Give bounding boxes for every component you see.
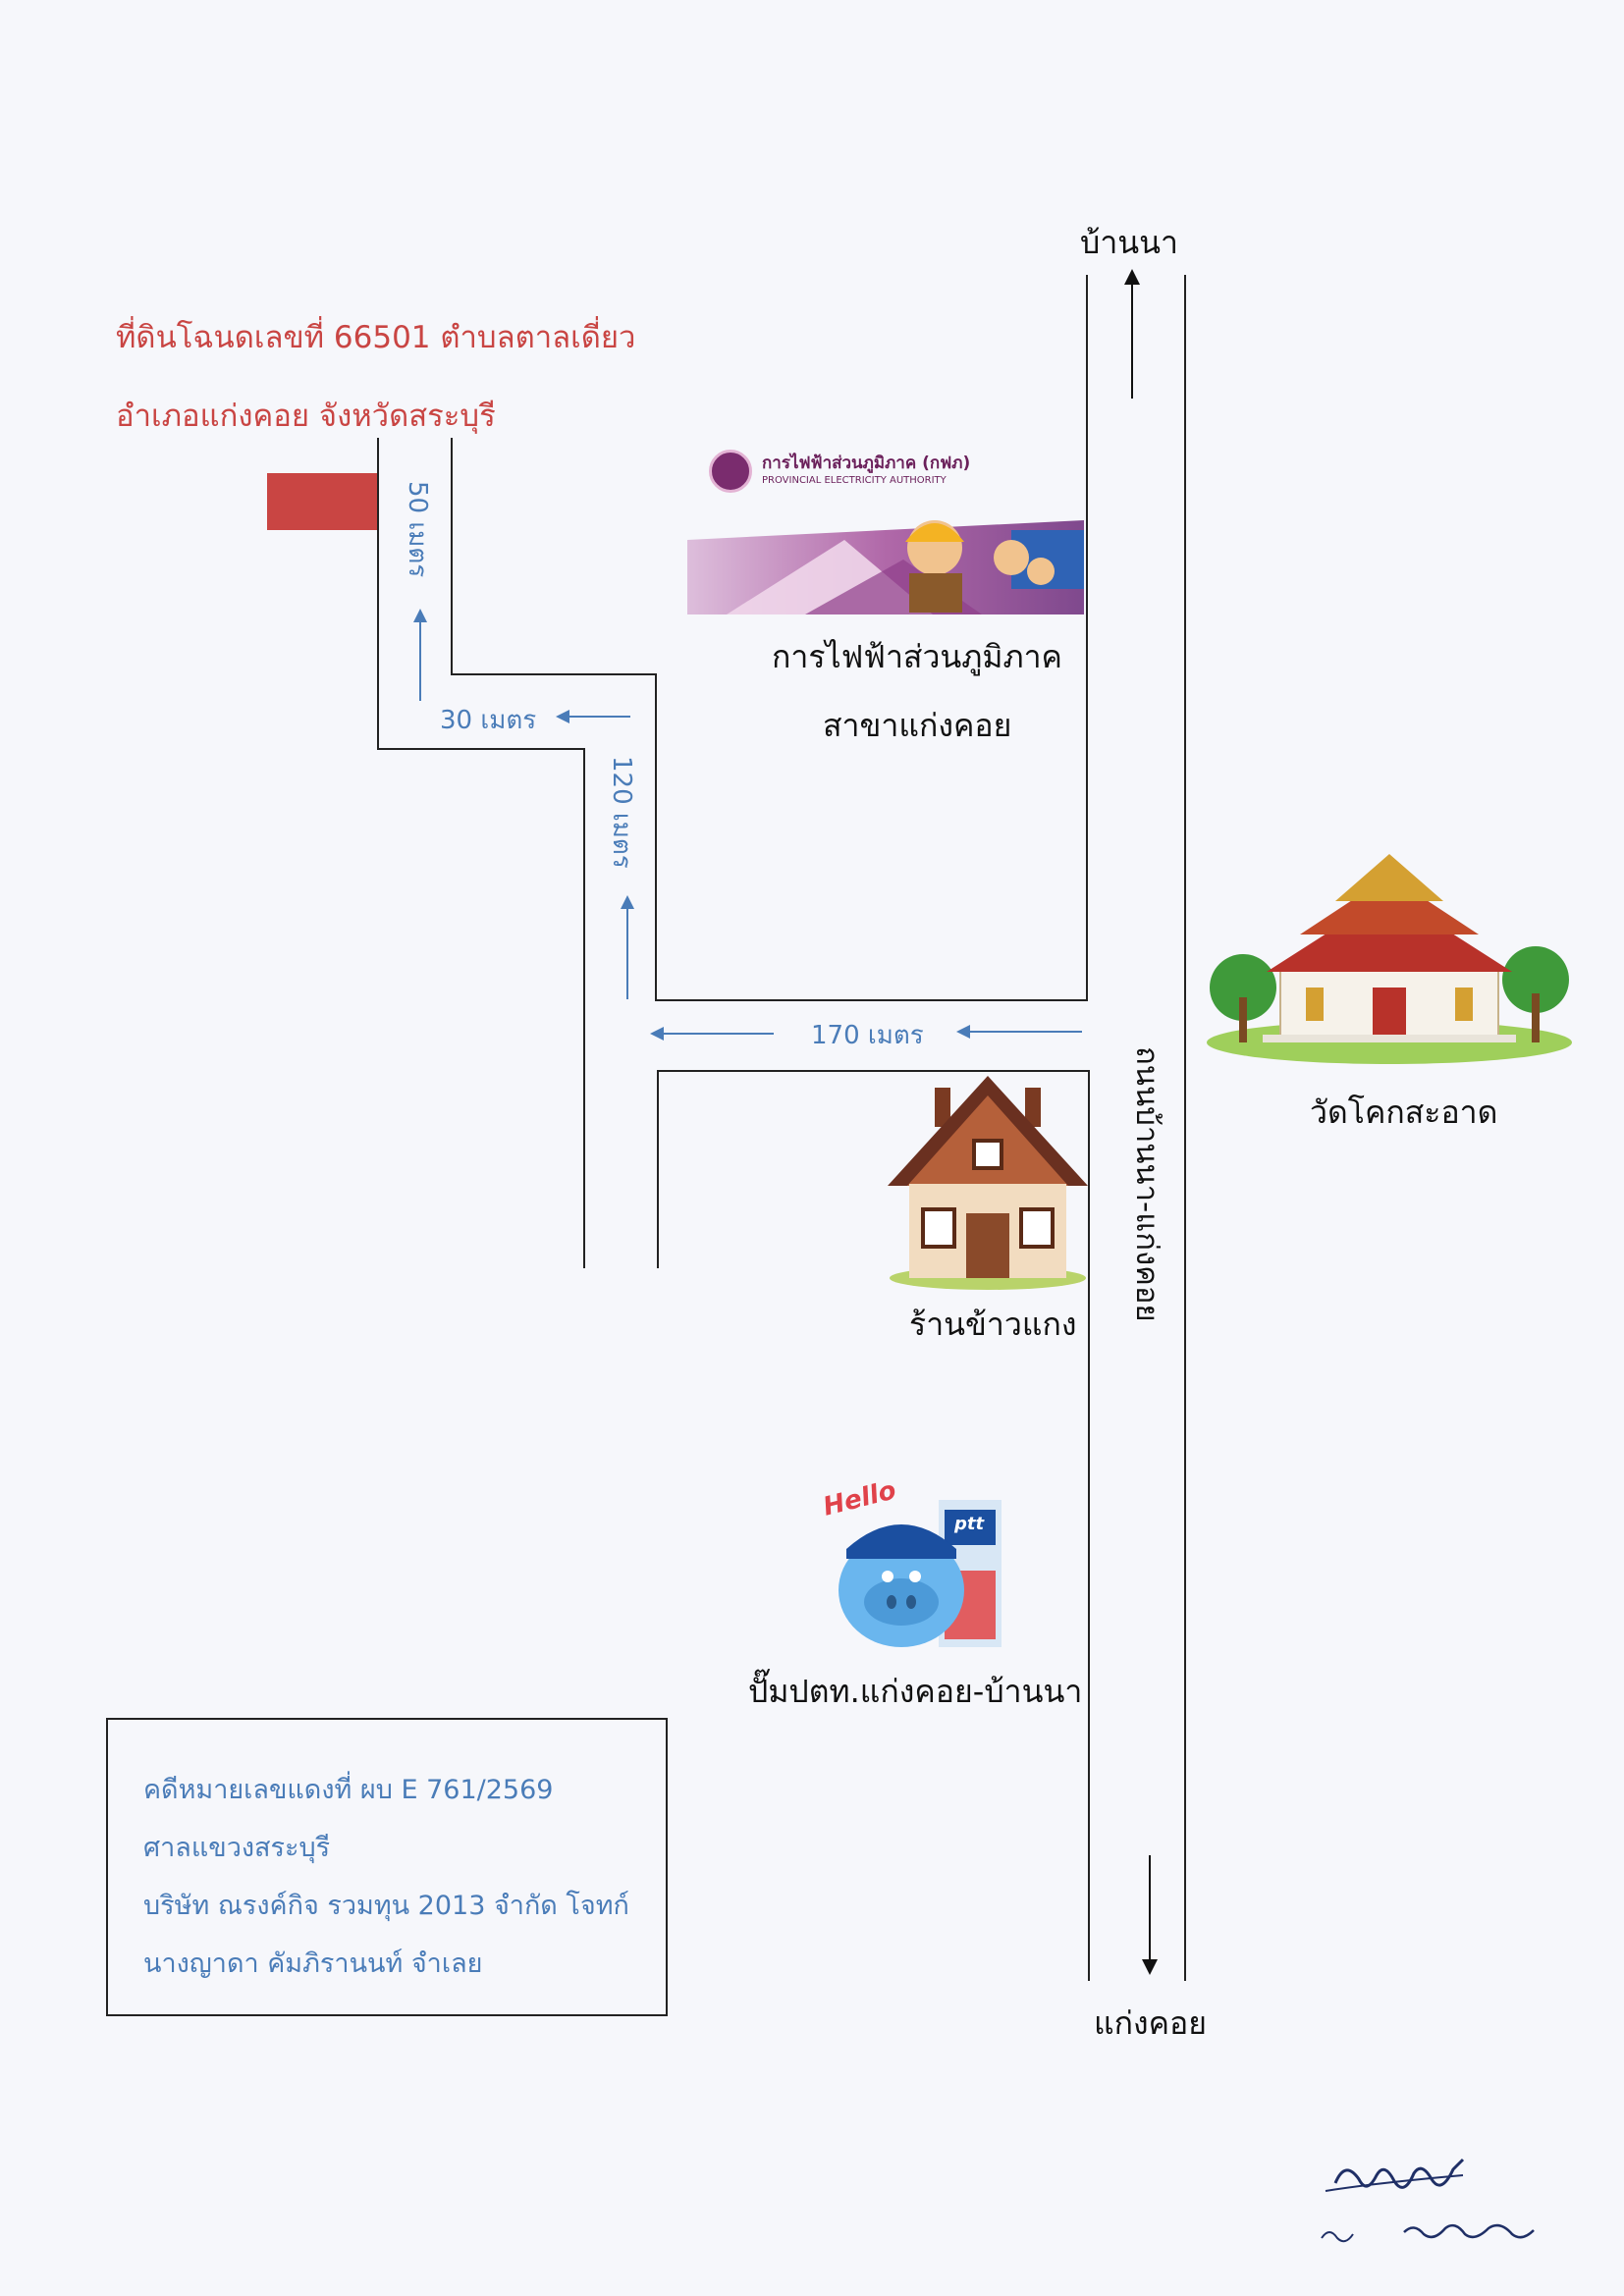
pea-logo-icon — [709, 450, 752, 493]
distance-120m: 120 เมตร — [607, 756, 636, 869]
arrow-icon — [556, 710, 630, 723]
lane-line — [655, 673, 657, 1001]
distance-30m: 30 เมตร — [440, 706, 537, 735]
arrow-icon — [621, 895, 634, 999]
lane-line — [451, 673, 657, 675]
distance-50m: 50 เมตร — [403, 481, 432, 578]
gas-station-label: ปั๊มปตท.แก่งคอย-บ้านนา — [748, 1673, 1083, 1710]
lane-line — [377, 748, 585, 750]
road-south-label: แก่งคอย — [1094, 2004, 1207, 2042]
pea-name-line1: การไฟฟ้าส่วนภูมิภาค — [772, 638, 1062, 675]
signature-mark — [1321, 2158, 1535, 2243]
mascot-hippo-icon: Hello ptt — [817, 1475, 1009, 1659]
land-title-line1: ที่ดินโฉนดเลขที่ 66501 ตำบลตาลเดี่ยว — [116, 320, 636, 355]
main-road-edge — [1184, 275, 1186, 1981]
arrow-icon — [413, 609, 427, 701]
house-art — [888, 1076, 1088, 1290]
plaintiff: บริษัท ณรงค์กิจ รวมทุน 2013 จำกัด โจทก์ — [143, 1891, 629, 1921]
pea-name-line2: สาขาแก่งคอย — [823, 707, 1012, 744]
temple-art — [1207, 854, 1572, 1064]
court-name: ศาลแขวงสระบุรี — [143, 1833, 331, 1863]
lane-line — [451, 438, 453, 675]
arrow-icon — [650, 1027, 774, 1041]
pea-banner: การไฟฟ้าส่วนภูมิภาค (กฟภ) PROVINCIAL ELE… — [687, 432, 1084, 614]
lane-line — [583, 748, 585, 1268]
arrow-icon — [956, 1025, 1082, 1039]
defendant: นางญาดา คัมภิรานนท์ จำเลย — [143, 1949, 483, 1979]
land-title-line2: อำเภอแก่งคอย จังหวัดสระบุรี — [116, 399, 496, 434]
distance-170m: 170 เมตร — [811, 1021, 924, 1050]
lane-line — [657, 1070, 659, 1268]
pea-banner-art — [687, 520, 1084, 614]
temple-icon — [1204, 850, 1575, 1066]
lane-line — [655, 999, 1088, 1001]
arrow-icon — [1124, 269, 1140, 399]
house-icon — [888, 1076, 1088, 1290]
ptt-logo: ptt — [954, 1514, 985, 1534]
land-plot-marker — [267, 473, 377, 530]
lane-line — [377, 438, 379, 750]
case-number: คดีหมายเลขแดงที่ ผบ E 761/2569 — [143, 1775, 554, 1805]
shop-label: ร้านข้าวแกง — [909, 1306, 1077, 1343]
case-info-box: คดีหมายเลขแดงที่ ผบ E 761/2569 ศาลแขวงสร… — [106, 1718, 668, 2016]
pea-logo-thai: การไฟฟ้าส่วนภูมิภาค (กฟภ) — [762, 454, 971, 473]
road-north-label: บ้านนา — [1080, 224, 1178, 261]
temple-label: วัดโคกสะอาด — [1310, 1094, 1498, 1131]
gas-station-art — [839, 1500, 1001, 1647]
arrow-icon — [1142, 1855, 1158, 1975]
road-name: ถนนบ้านนา-แก่งคอย — [1129, 1046, 1164, 1322]
lane-line — [657, 1070, 1089, 1072]
pea-logo-english: PROVINCIAL ELECTRICITY AUTHORITY — [762, 475, 947, 486]
lane-line — [1086, 275, 1088, 1001]
lane-line — [1088, 1070, 1090, 1981]
